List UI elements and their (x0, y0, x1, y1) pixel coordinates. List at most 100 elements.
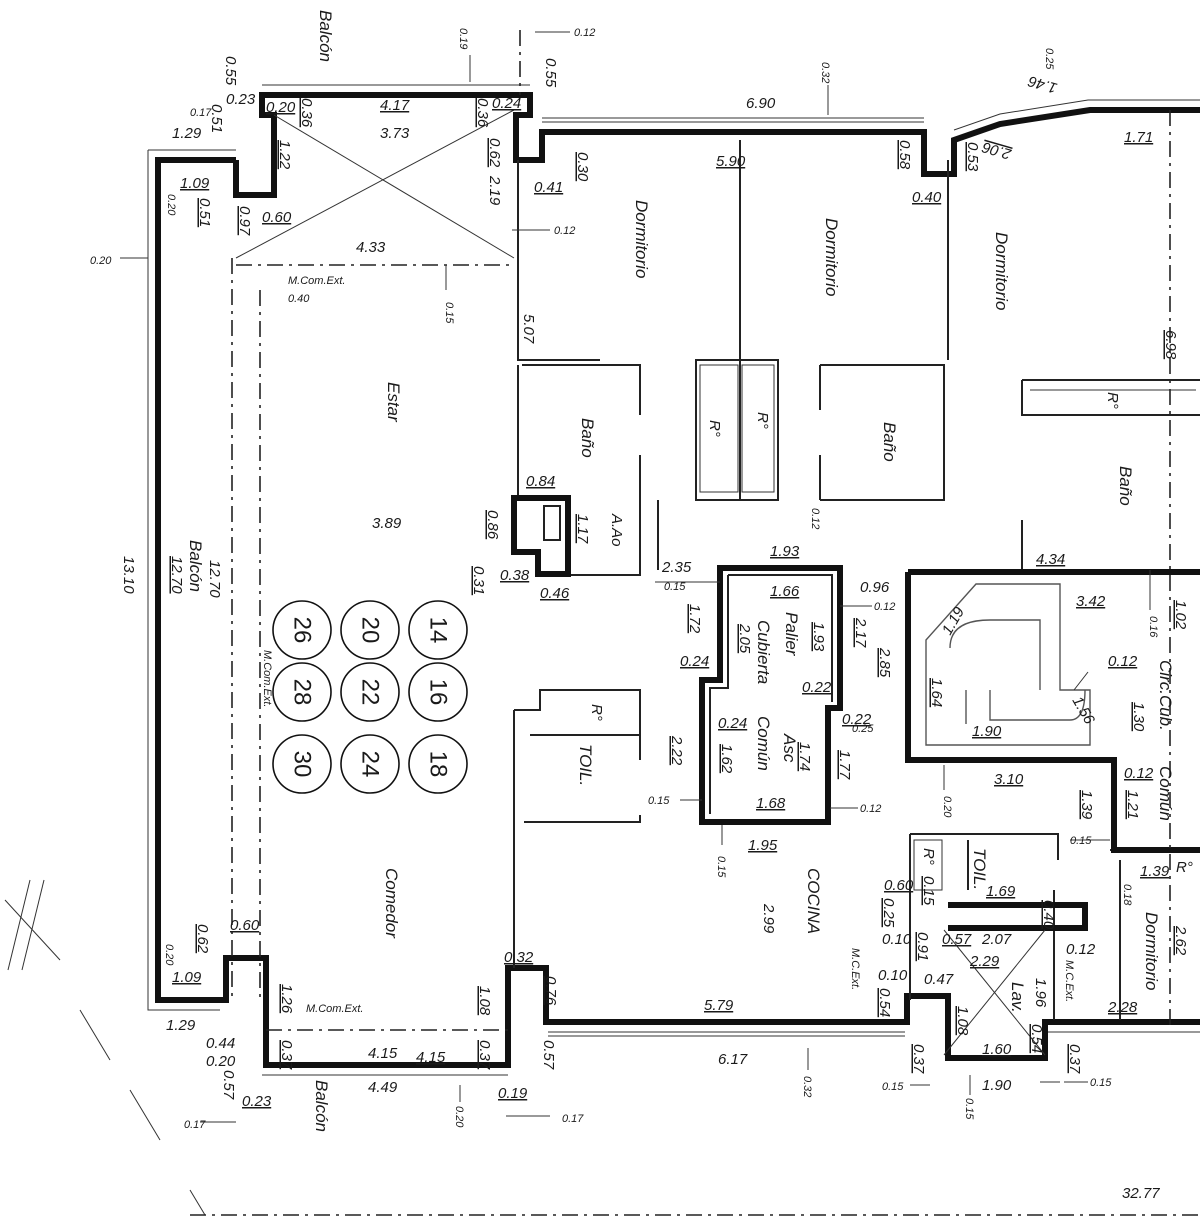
unit-circle (340, 600, 400, 660)
label-r-2: R° (754, 412, 771, 429)
dim-3-73: 3.73 (380, 125, 410, 142)
dim-0-40a: 0.40 (288, 293, 310, 305)
dim-12-70a: 12.70 (206, 560, 223, 598)
void-crosses (235, 109, 1046, 1056)
dim-0-24c: 0.24 (718, 715, 747, 732)
unit-circle (408, 734, 468, 794)
dim-0-16: 0.16 (1147, 616, 1159, 638)
property-lines (190, 30, 1200, 1216)
dim-0-54a: 0.54 (876, 988, 893, 1017)
dim-0-36b: 0.36 (474, 98, 491, 128)
dim-0-15b: 0.15 (664, 581, 686, 593)
unit-circle (340, 662, 400, 722)
dim-0-38: 0.38 (500, 567, 530, 584)
dim-0-76: 0.76 (542, 976, 559, 1006)
dim-0-19: 0.19 (457, 28, 469, 49)
dim-0-54b: 0.54 (1028, 1024, 1045, 1053)
ducts (699, 364, 1196, 891)
unit-circle (408, 662, 468, 722)
dim-0-12b: 0.12 (554, 225, 575, 237)
dim-1-60: 1.60 (982, 1041, 1012, 1058)
dim-1-77: 1.77 (836, 750, 853, 780)
dimension-labels: 0.55 0.23 0.17 0.51 1.29 0.20 0.36 4.17 … (90, 27, 1189, 1202)
label-mcomext-2: M.Com.Ext. (261, 650, 273, 707)
label-r-5: R° (920, 848, 937, 865)
dim-6-98: 6.98 (1162, 330, 1179, 360)
dim-2-07: 2.07 (981, 931, 1012, 948)
dimension-leaders (120, 31, 1151, 1216)
dim-1-72: 1.72 (686, 604, 703, 634)
label-dormitorio-3: Dormitorio (992, 232, 1011, 310)
label-r-1: R° (706, 420, 723, 437)
dim-1-39a: 1.39 (1078, 790, 1095, 820)
unit-circle (340, 734, 400, 794)
dim-0-36a: 0.36 (298, 98, 315, 128)
label-a-ao: A.Ao (608, 513, 625, 547)
dim-0-25: 0.25 (1043, 48, 1055, 70)
dim-1-08a: 1.08 (476, 986, 493, 1016)
dim-2-28: 2.28 (1107, 999, 1138, 1016)
dim-1-21: 1.21 (1124, 790, 1141, 819)
dim-0-31: 0.31 (470, 566, 487, 595)
label-mcomext-3: M.Com.Ext. (306, 1003, 363, 1015)
dim-0-62: 0.62 (486, 138, 503, 168)
unit-circle (272, 662, 332, 722)
dim-0-10b: 0.10 (878, 967, 908, 984)
dim-1-93a: 1.93 (770, 543, 800, 560)
label-bano-1: Baño (578, 418, 597, 458)
dim-0-23b: 0.23 (242, 1093, 272, 1110)
dim-0-55: 0.55 (222, 56, 239, 86)
dim-1-64: 1.64 (928, 678, 945, 707)
dim-0-24: 0.24 (492, 95, 521, 112)
dim-0-41: 0.41 (534, 179, 563, 196)
interior-partitions (513, 140, 1200, 1020)
label-palier: Palier (782, 612, 801, 657)
dim-0-44: 0.44 (206, 1035, 235, 1052)
label-r-4: R° (588, 704, 605, 721)
dim-0-18: 0.18 (1121, 884, 1133, 906)
dim-0-19b: 0.19 (498, 1085, 528, 1102)
dim-1-22: 1.22 (276, 140, 293, 170)
dim-0-15h: 0.15 (1090, 1077, 1112, 1089)
dim-1-96: 1.96 (1032, 978, 1049, 1008)
dim-1-66: 1.66 (770, 583, 800, 600)
label-bano-3: Baño (1116, 466, 1135, 506)
label-circ-cub: Circ.Cub. (1156, 660, 1175, 731)
dim-0-86: 0.86 (484, 510, 501, 540)
label-cubierta: Cubierta (754, 620, 773, 684)
dim-0-55r: 0.55 (542, 58, 559, 88)
dim-0-12h: 0.12 (1066, 941, 1096, 958)
unit-circle (272, 600, 332, 660)
room-labels: Balcón Balcón Balcón Estar Comedor Dormi… (186, 10, 1193, 1132)
unit-number: 28 (289, 679, 316, 706)
dim-2-62: 2.62 (1172, 925, 1189, 956)
dim-0-15d: 0.15 (715, 856, 727, 878)
label-asc: Asc (780, 733, 799, 763)
dim-0-20b: 0.20 (90, 255, 112, 267)
label-mcext-2: M.C.Ext. (1063, 960, 1075, 1002)
dim-0-25b: 0.25 (852, 723, 874, 735)
dim-3-42: 3.42 (1076, 593, 1106, 610)
dim-0-17c: 0.17 (562, 1113, 584, 1125)
dim-2-22: 2.22 (668, 735, 685, 766)
label-balcon-bottom: Balcón (312, 1080, 331, 1132)
dim-4-49: 4.49 (368, 1079, 398, 1096)
dim-0-47: 0.47 (924, 971, 954, 988)
dim-0-32: 0.32 (504, 949, 534, 966)
dim-1-56: 1.56 (1069, 694, 1099, 728)
dim-5-90: 5.90 (716, 153, 746, 170)
dim-0-12d: 0.12 (874, 601, 895, 613)
label-dormitorio-4: Dormitorio (1142, 912, 1161, 990)
dim-0-15c: 0.15 (648, 795, 670, 807)
dim-0-32b: 0.32 (801, 1076, 813, 1097)
unit-number: 16 (425, 679, 452, 706)
label-toil-2: TOIL. (970, 848, 989, 890)
dim-0-12e: 0.12 (860, 803, 881, 815)
dim-4-33: 4.33 (356, 239, 386, 256)
dim-1-90a: 1.90 (972, 723, 1002, 740)
dim-2-17: 2.17 (852, 617, 869, 648)
dim-0-12f: 0.12 (1108, 653, 1138, 670)
unit-number: 14 (425, 617, 452, 644)
dim-1-68: 1.68 (756, 795, 786, 812)
label-lav: Lav. (1008, 982, 1027, 1013)
